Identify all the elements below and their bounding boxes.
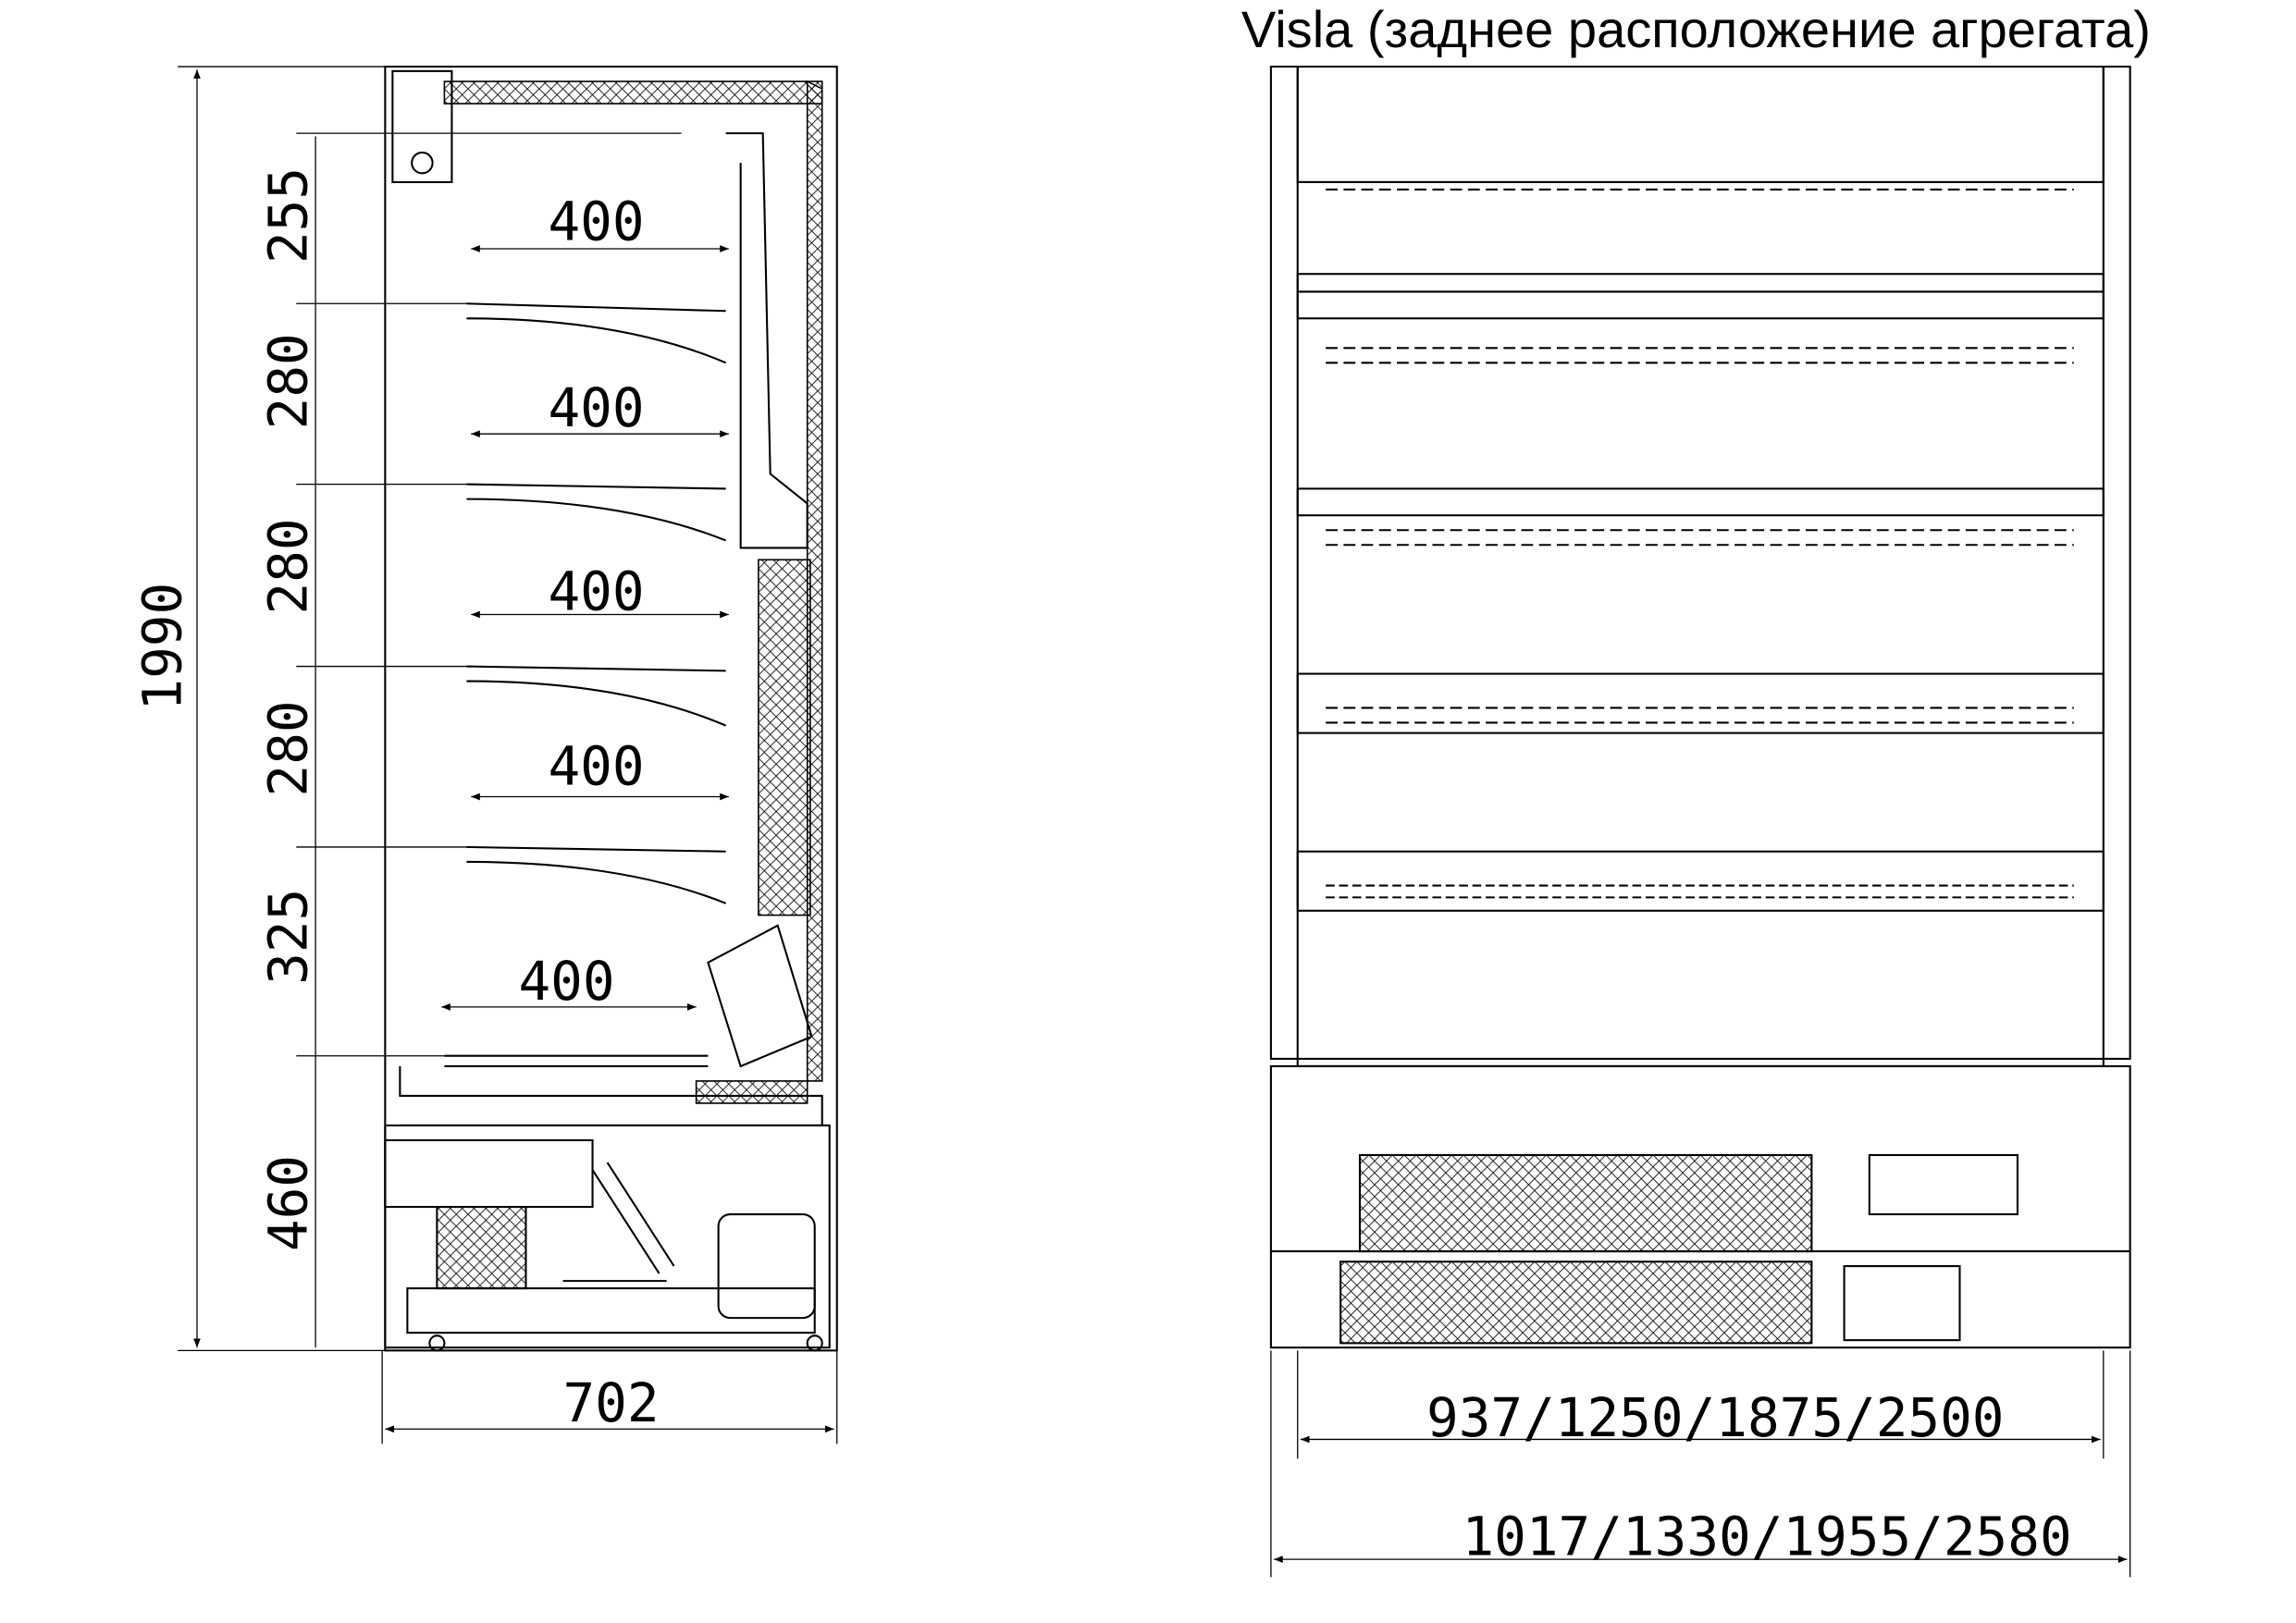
dim-depth: 702: [562, 1371, 659, 1434]
drawing-title: Visla (заднее расположение агрегата): [1241, 0, 2151, 58]
dim-segment-6: 460: [256, 1155, 319, 1251]
upper-grille: [1358, 1153, 1813, 1253]
dim-shelf-1: 400: [548, 190, 644, 252]
lower-grille: [1339, 1260, 1813, 1345]
control-panel: [1868, 1153, 2018, 1216]
dim-inner-widths: 937/1250/1875/2500: [1426, 1386, 2004, 1449]
side-dimensions: 1990 255 280 280 280 325 460 400 400 400…: [130, 66, 838, 1445]
dim-segment-2: 280: [256, 333, 319, 429]
dim-segment-4: 280: [256, 700, 319, 796]
dim-shelf-5: 400: [518, 950, 614, 1013]
dim-segment-1: 255: [256, 167, 319, 264]
dim-shelf-3: 400: [548, 560, 644, 623]
front-view: [1269, 66, 2131, 1349]
dim-shelf-4: 400: [548, 735, 644, 798]
front-dimensions: 937/1250/1875/2500 1017/1330/1955/2580: [1270, 1350, 2131, 1578]
evaporator: [758, 559, 811, 916]
dim-total-height: 1990: [130, 583, 193, 711]
fan-unit: [391, 69, 453, 183]
dim-segment-5: 325: [256, 889, 319, 985]
dim-outer-widths: 1017/1330/1955/2580: [1462, 1505, 2071, 1568]
dim-shelf-2: 400: [548, 376, 644, 439]
dim-segment-3: 280: [256, 518, 319, 614]
side-view: [384, 66, 838, 1352]
